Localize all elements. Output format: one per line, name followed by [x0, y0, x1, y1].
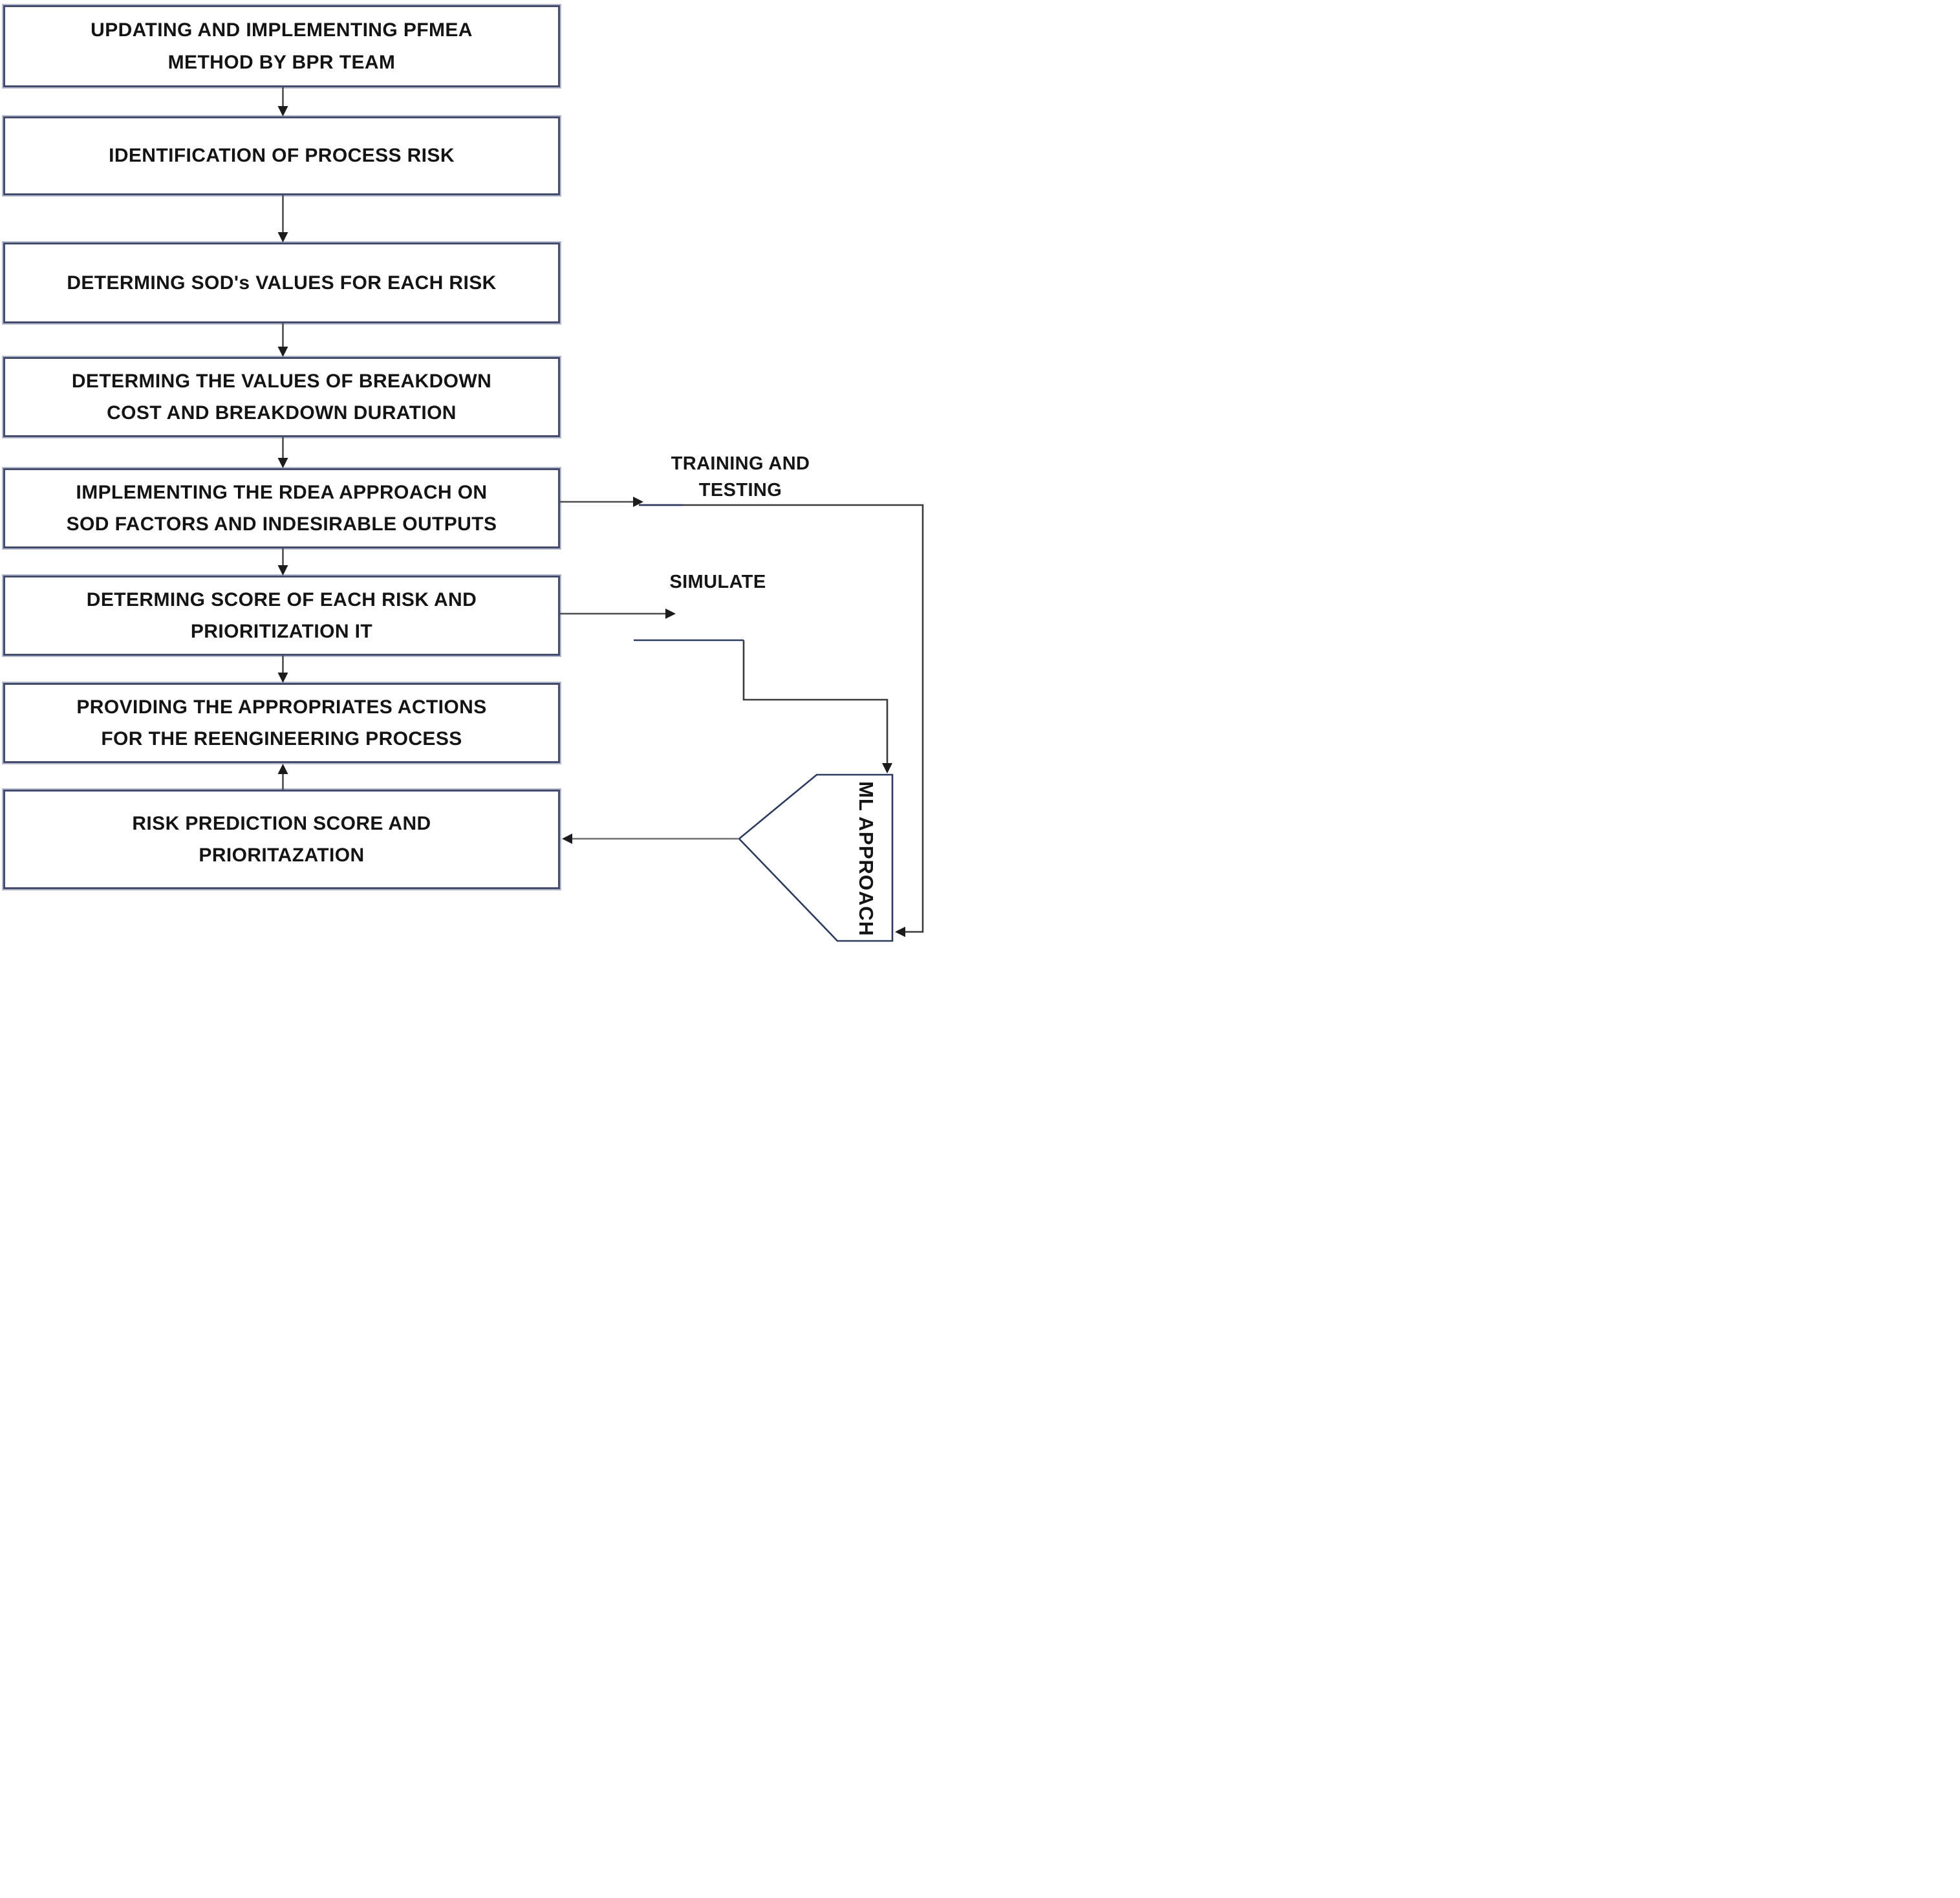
flow-box-score-prioritization: DETERMING SCORE OF EACH RISK AND PRIORIT… [3, 576, 560, 656]
label-simulate: SIMULATE [669, 572, 766, 592]
flow-box-updating-pfmea: UPDATING AND IMPLEMENTING PFMEA METHOD B… [3, 5, 560, 87]
label-ml-approach: ML APPROACH [855, 781, 878, 937]
flowchart-canvas: UPDATING AND IMPLEMENTING PFMEA METHOD B… [0, 0, 980, 949]
line-simulate-to-ml-approach [742, 640, 892, 773]
flow-box-risk-prediction: RISK PREDICTION SCORE AND PRIORITAZATION [3, 790, 560, 889]
flow-box-providing-actions: PROVIDING THE APPROPRIATES ACTIONS FOR T… [3, 683, 560, 763]
flow-box-identification-risk: IDENTIFICATION OF PROCESS RISK [3, 116, 560, 195]
label-training-and-testing: TRAINING AND TESTING [671, 453, 810, 501]
flow-box-rdea-approach: IMPLEMENTING THE RDEA APPROACH ON SOD FA… [3, 468, 560, 548]
flow-box-sod-values: DETERMING SOD's VALUES FOR EACH RISK [3, 243, 560, 323]
flow-box-breakdown-cost: DETERMING THE VALUES OF BREAKDOWN COST A… [3, 357, 560, 437]
